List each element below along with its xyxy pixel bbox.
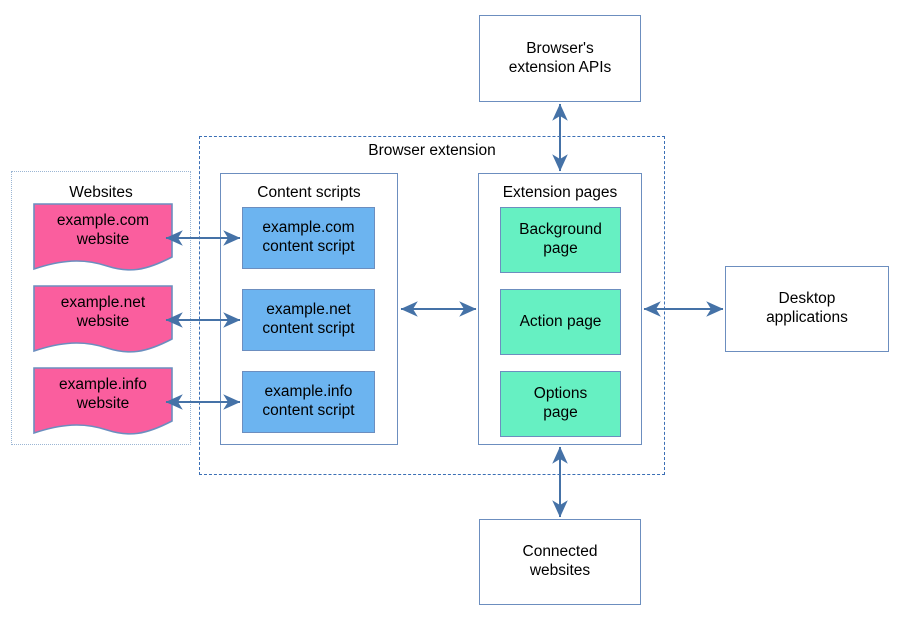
group-websites-label: Websites [69,184,133,201]
node-example-info-content-script[interactable]: example.info content script [242,371,375,433]
node-options-page[interactable]: Options page [500,371,621,437]
node-desktop-applications[interactable]: Desktop applications [725,266,889,352]
node-browser-extension-apis[interactable]: Browser's extension APIs [479,15,641,102]
shape-example-net-website[interactable] [33,285,173,357]
node-example-net-content-script[interactable]: example.net content script [242,289,375,351]
node-example-com-content-script[interactable]: example.com content script [242,207,375,269]
shape-example-info-website[interactable] [33,367,173,439]
node-action-page[interactable]: Action page [500,289,621,355]
group-content-scripts-label: Content scripts [257,184,361,201]
group-browser-extension-label: Browser extension [368,142,496,159]
group-websites [11,171,191,445]
group-extension-pages-label: Extension pages [502,184,618,201]
node-background-page[interactable]: Background page [500,207,621,273]
shape-example-com-website[interactable] [33,203,173,275]
node-connected-websites[interactable]: Connected websites [479,519,641,605]
